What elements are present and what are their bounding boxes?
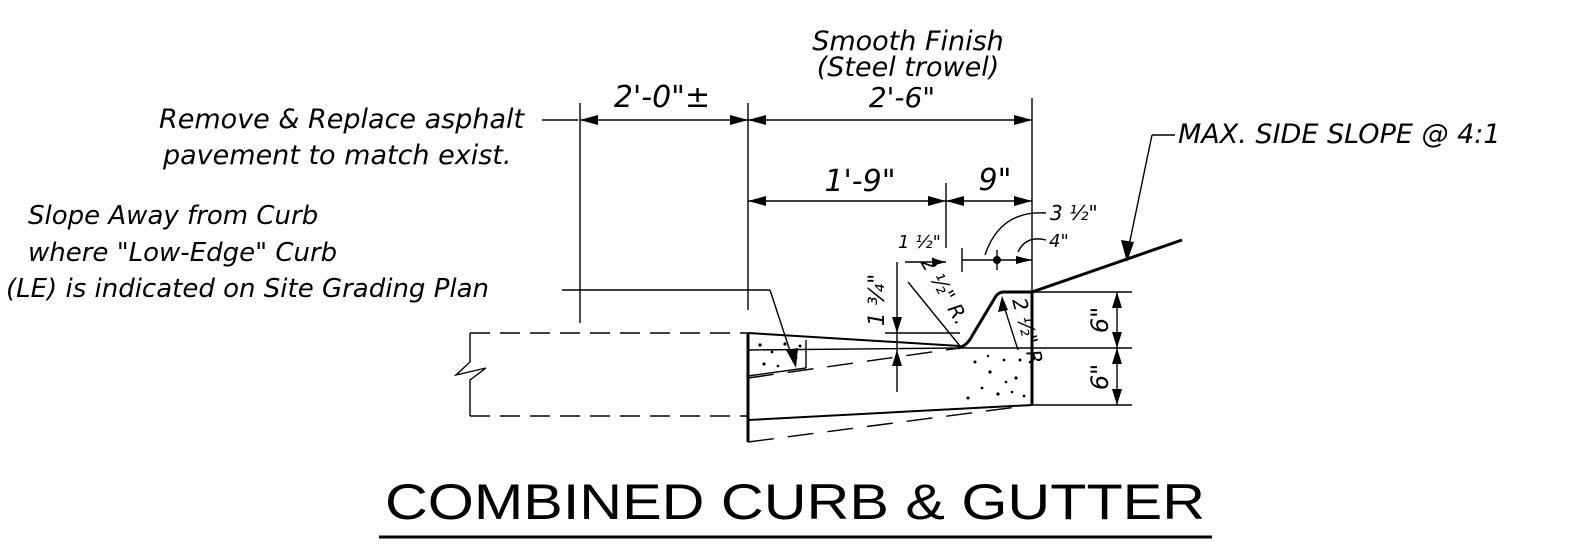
gutter-bottom <box>747 404 1033 421</box>
smooth-finish-note: Smooth Finish <box>812 26 1004 57</box>
slope-away-note-line3: (LE) is indicated on Site Grading Plan <box>6 274 489 304</box>
dim-radius-left: 2 ½" R. <box>916 253 974 329</box>
dim-arrow <box>928 196 946 206</box>
gutter-top-surface <box>747 332 961 347</box>
break-line-symbol <box>453 333 487 416</box>
dim-curb-top: 9" <box>979 163 1012 198</box>
dim-arrow <box>892 317 902 333</box>
dim-arrow <box>1014 115 1032 125</box>
asphalt-patch-bottom <box>747 367 807 377</box>
drawing-title: COMBINED CURB & GUTTER <box>385 474 1205 530</box>
pan-line <box>747 347 959 351</box>
steel-trowel-note: (Steel trowel) <box>817 52 1000 83</box>
slope-away-arrowhead <box>786 348 798 368</box>
remove-replace-note-line1: Remove & Replace asphalt <box>159 104 526 135</box>
concrete-hatch <box>758 342 1026 400</box>
radius-arrow <box>998 296 1008 312</box>
dim-arrow <box>748 115 766 125</box>
dim-offset-c: 1 ½" <box>898 232 941 253</box>
dim-arrow <box>892 350 902 366</box>
dim-arrow <box>1016 256 1032 264</box>
dim-offset-a: 3 ½" <box>1050 201 1098 225</box>
dim-arrow <box>580 115 598 125</box>
slope-away-leader <box>769 289 794 361</box>
dim-curb-height: 6" <box>1086 307 1114 333</box>
dim-arrow <box>1112 348 1122 364</box>
dim-offset-b: 4" <box>1049 231 1069 252</box>
remove-replace-note-line2: pavement to match exist. <box>162 140 511 171</box>
dim-asphalt-width: 2'-0"± <box>614 80 710 115</box>
curb-back-slope <box>1031 238 1183 294</box>
dim-gutter-pan: 1'-9" <box>824 164 895 199</box>
slope-away-note-line1: Slope Away from Curb <box>28 201 318 231</box>
dim-arrow <box>730 115 748 125</box>
dim-base-depth: 6" <box>1086 364 1114 390</box>
dim-arrow <box>1112 389 1122 405</box>
dim-arrow <box>1112 292 1122 308</box>
arc-leader-4 <box>1017 238 1047 253</box>
dim-arrow <box>748 196 766 206</box>
subbase-dashed <box>747 404 1033 443</box>
dim-gutter-total: 2'-6" <box>869 81 935 114</box>
side-slope-arrowhead <box>1121 240 1134 262</box>
dim-arrow <box>1112 332 1122 348</box>
dim-arrow <box>1014 196 1032 206</box>
base-slope-dashed <box>747 347 961 379</box>
curb-profile <box>957 290 1034 405</box>
max-side-slope-note: MAX. SIDE SLOPE @ 4:1 <box>1178 119 1501 150</box>
dim-lip-drop: 1 ¾" <box>865 274 890 326</box>
radius-leader-left <box>907 281 961 347</box>
arc-leader-3-5 <box>984 212 1047 256</box>
dim-arrow <box>946 196 964 206</box>
side-slope-leader <box>1126 134 1153 256</box>
slope-away-note-line2: where "Low-Edge" Curb <box>28 238 337 268</box>
dim-arrow <box>932 258 946 266</box>
